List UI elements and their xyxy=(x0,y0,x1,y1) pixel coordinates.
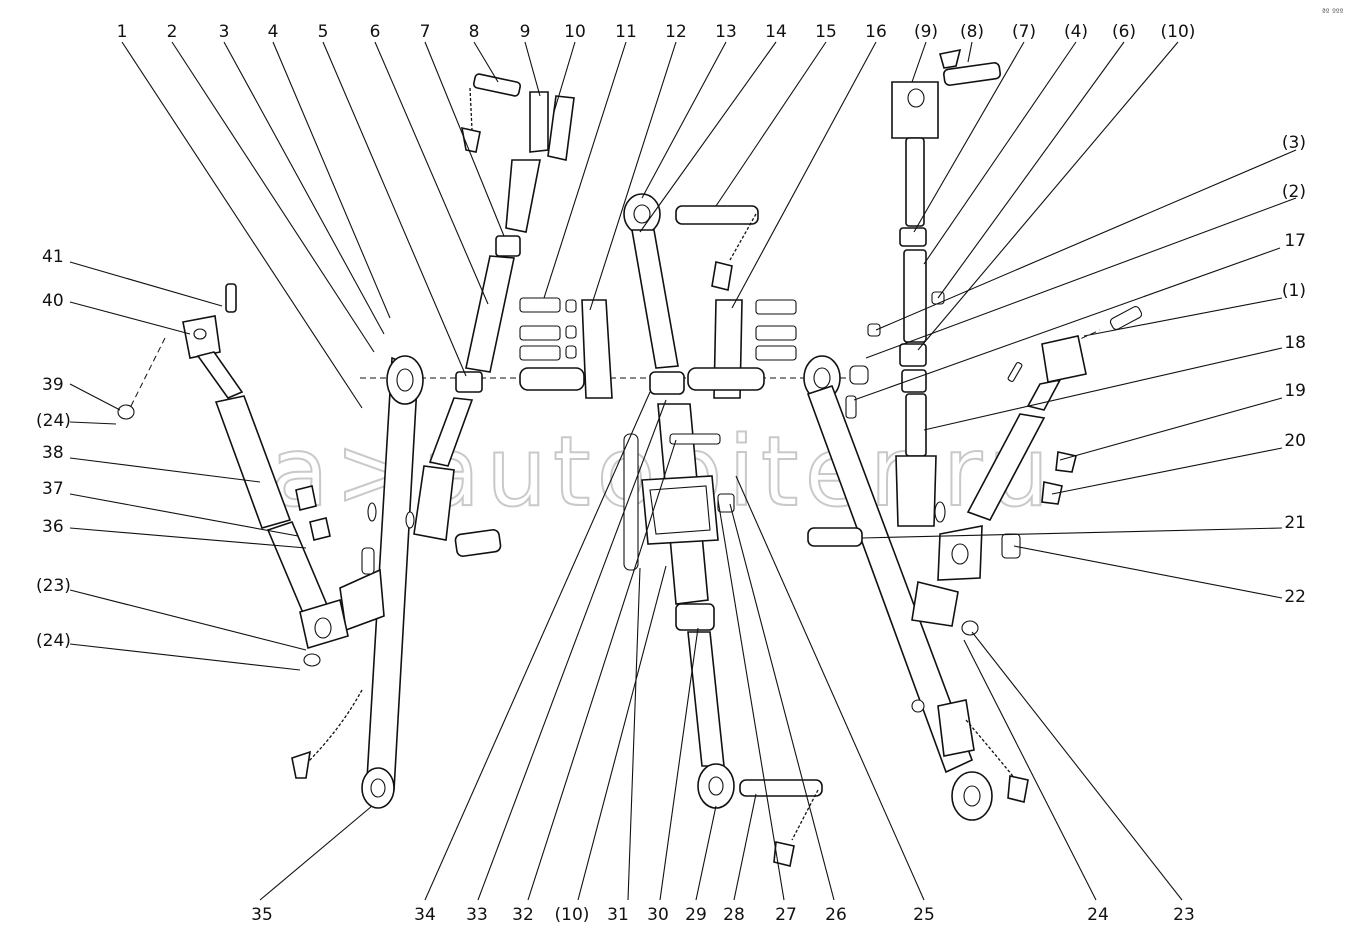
callout-label: 27 xyxy=(775,905,797,925)
callout-labels-top: 1 2 3 4 5 6 7 8 9 10 11 12 13 14 15 16 (… xyxy=(117,22,1196,42)
callout-label: 12 xyxy=(665,22,687,42)
callout-label: 18 xyxy=(1284,333,1306,353)
callout-label: 11 xyxy=(615,22,637,42)
callout-label: (4) xyxy=(1064,22,1088,42)
callout-label: 16 xyxy=(865,22,887,42)
callout-label: (3) xyxy=(1282,133,1306,153)
callout-label: 30 xyxy=(647,905,669,925)
callout-label: (6) xyxy=(1112,22,1136,42)
corner-mark: ªº ººº xyxy=(1322,7,1344,16)
parts-drawing xyxy=(117,48,1143,867)
callout-label: (1) xyxy=(1282,281,1306,301)
callout-label: 26 xyxy=(825,905,847,925)
callout-label: 41 xyxy=(42,247,64,267)
callout-label: 24 xyxy=(1087,905,1109,925)
callout-label: 31 xyxy=(607,905,629,925)
centre-left-bolts xyxy=(519,297,613,399)
axis-line-left xyxy=(129,337,166,409)
left-lower-link xyxy=(291,355,424,809)
callout-label: 13 xyxy=(715,22,737,42)
callout-labels-right: (3) (2) 17 (1) 18 19 20 21 22 xyxy=(1282,133,1306,607)
right-lower-link xyxy=(803,355,1029,821)
callout-label: 20 xyxy=(1284,431,1306,451)
callout-label: 28 xyxy=(723,905,745,925)
callout-label: 40 xyxy=(42,291,64,311)
top-link xyxy=(623,193,823,867)
callout-label: 21 xyxy=(1284,513,1306,533)
callout-label: 22 xyxy=(1284,587,1306,607)
left-upper-adjuster xyxy=(367,73,575,557)
callout-label: (8) xyxy=(960,22,984,42)
leader-lines xyxy=(69,41,1297,901)
callout-label: 5 xyxy=(318,22,329,42)
callout-label: 37 xyxy=(42,479,64,499)
callout-label: 35 xyxy=(251,905,273,925)
callout-label: 34 xyxy=(414,905,436,925)
callout-label: 8 xyxy=(469,22,480,42)
callout-labels-left: 41 40 39 (24) 38 37 36 (23) (24) xyxy=(36,247,71,651)
callout-label: 32 xyxy=(512,905,534,925)
callout-label: (9) xyxy=(914,22,938,42)
callout-label: (10) xyxy=(1161,22,1196,42)
callout-label: (24) xyxy=(36,631,71,651)
callout-label: 36 xyxy=(42,517,64,537)
callout-label: 19 xyxy=(1284,381,1306,401)
callout-label: 23 xyxy=(1173,905,1195,925)
callout-label: 39 xyxy=(42,375,64,395)
callout-label: 2 xyxy=(167,22,178,42)
callout-label: 10 xyxy=(564,22,586,42)
callout-label: 3 xyxy=(219,22,230,42)
callout-label: 6 xyxy=(370,22,381,42)
callout-label: 17 xyxy=(1284,231,1306,251)
callout-label: (24) xyxy=(36,411,71,431)
centre-right-bolts xyxy=(675,205,797,399)
callout-label: 25 xyxy=(913,905,935,925)
callout-labels-bottom: 35 34 33 32 (10) 31 30 29 28 27 26 25 24… xyxy=(251,905,1195,925)
callout-label: 38 xyxy=(42,443,64,463)
callout-label: 14 xyxy=(765,22,787,42)
right-side-lift-rod xyxy=(937,306,1143,636)
callout-label: 15 xyxy=(815,22,837,42)
callout-label: 29 xyxy=(685,905,707,925)
callout-label: (7) xyxy=(1012,22,1036,42)
callout-label: 7 xyxy=(420,22,431,42)
callout-label: (2) xyxy=(1282,182,1306,202)
callout-label: (10) xyxy=(555,905,590,925)
callout-label: 33 xyxy=(466,905,488,925)
callout-label: 1 xyxy=(117,22,128,42)
callout-label: (23) xyxy=(36,576,71,596)
left-lift-rod xyxy=(117,283,349,667)
callout-label: 4 xyxy=(268,22,279,42)
callout-label: 9 xyxy=(520,22,531,42)
